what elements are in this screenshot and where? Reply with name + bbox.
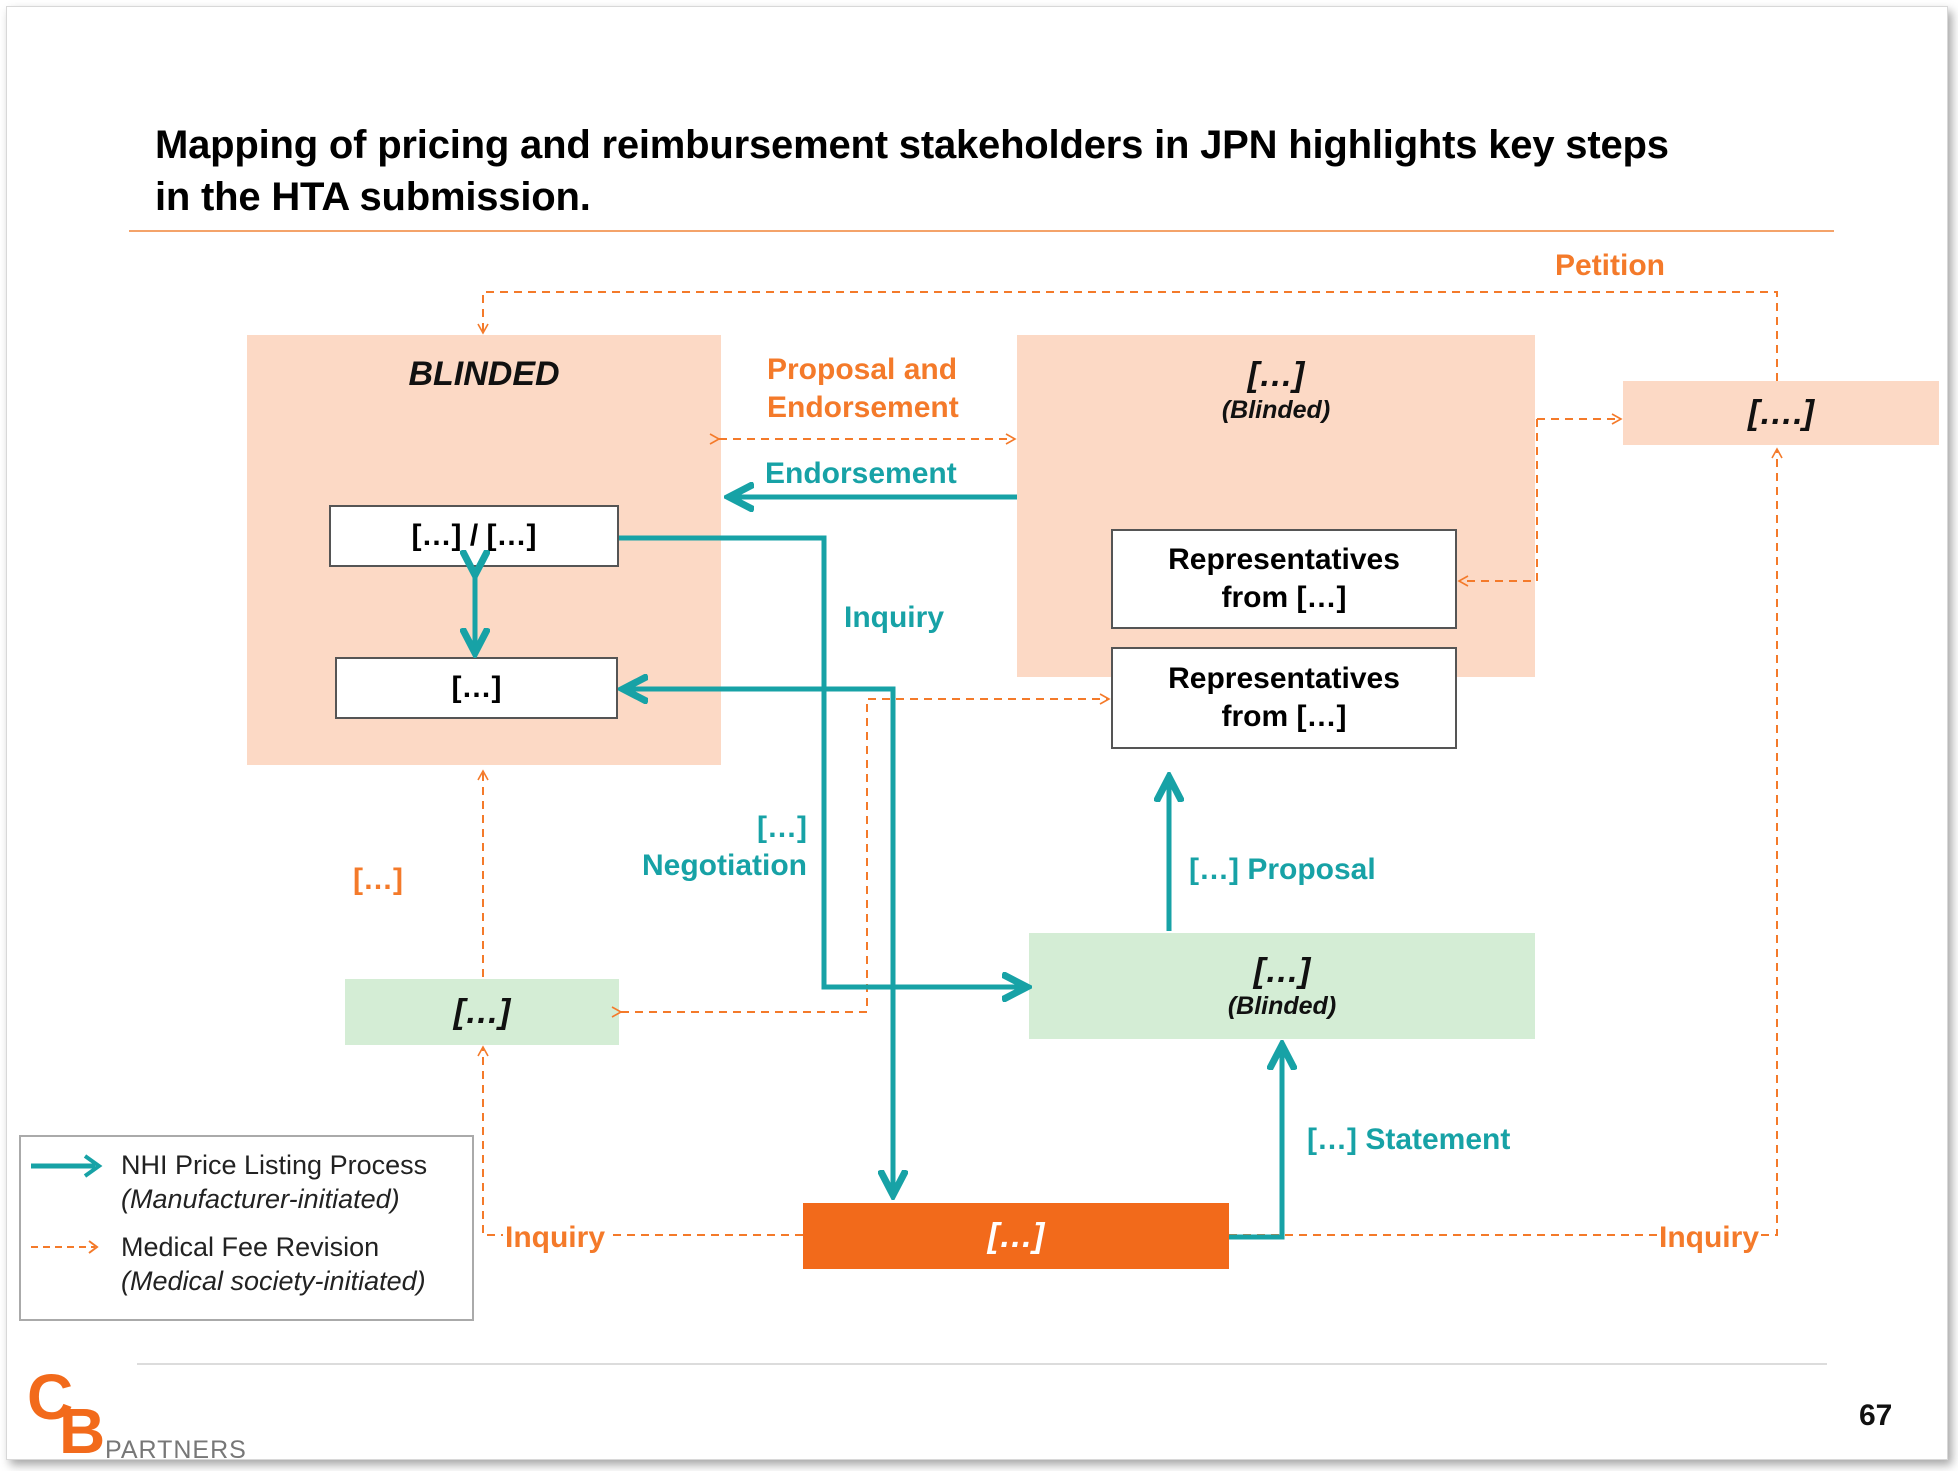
right-group-to-rep-box-line xyxy=(1457,419,1538,587)
legend-item-1-label: NHI Price Listing Process xyxy=(121,1150,428,1180)
endorsement-label: Endorsement xyxy=(765,457,957,490)
petition-label: Petition xyxy=(1555,249,1665,282)
green-right-box: […] (Blinded) xyxy=(1029,933,1535,1039)
inquiry-label-middle: Inquiry xyxy=(844,601,945,634)
title-divider xyxy=(129,230,1834,232)
legend-item-1-subtitle: (Manufacturer-initiated) xyxy=(121,1184,400,1214)
rep-box-1-line-1: Representatives xyxy=(1168,543,1400,576)
rep-box-2-line-2: from […] xyxy=(1221,700,1347,733)
negotiation-line-2: Negotiation xyxy=(642,849,807,882)
blinded-group-title: BLINDED xyxy=(408,355,560,393)
rep-box-1-line-2: from […] xyxy=(1221,581,1347,614)
representatives-box-2: Representatives from […] xyxy=(1111,647,1457,749)
green-left-to-rep-box-line xyxy=(611,693,1111,1018)
logo-partners-text: PARTNERS xyxy=(105,1436,247,1460)
footer-divider xyxy=(137,1363,1827,1365)
petition-line xyxy=(477,291,1778,381)
representatives-box-1: Representatives from […] xyxy=(1111,529,1457,629)
green-right-box-title: […] xyxy=(1253,952,1311,990)
legend-item-2-label: Medical Fee Revision xyxy=(121,1232,380,1262)
logo-letter-b: B xyxy=(59,1395,106,1460)
proposal-label: […] Proposal xyxy=(1189,853,1376,886)
right-group-subtitle: (Blinded) xyxy=(1221,396,1331,424)
inquiry-left-line xyxy=(477,1045,803,1236)
green-left-box-label: […] xyxy=(453,993,511,1031)
far-right-box-label: [….] xyxy=(1747,394,1815,432)
statement-label: […] Statement xyxy=(1307,1123,1511,1156)
green-right-box-subtitle: (Blinded) xyxy=(1227,992,1337,1020)
solid-flows xyxy=(475,497,1282,1240)
inquiry-label-left: Inquiry xyxy=(503,1219,608,1257)
left-bottom-box: […] xyxy=(335,657,618,719)
proposal-endorsement-line-1: Proposal and xyxy=(767,353,958,386)
right-group-header: […] (Blinded) xyxy=(1017,349,1535,431)
negotiation-arrow xyxy=(623,689,896,1197)
title-line-2: in the HTA submission. xyxy=(155,175,591,219)
negotiation-label: […] Negotiation xyxy=(627,809,807,885)
green-left-box: […] xyxy=(345,979,619,1045)
statement-arrow xyxy=(1229,1045,1282,1240)
legend: NHI Price Listing Process (Manufacturer-… xyxy=(19,1135,474,1321)
inquiry-right-line xyxy=(1229,447,1783,1236)
negotiation-line-1: […] xyxy=(757,811,807,844)
proposal-endorsement-label: Proposal and Endorsement xyxy=(767,351,959,427)
inquiry-label-right: Inquiry xyxy=(1657,1219,1762,1257)
legend-solid-arrow-icon xyxy=(31,1154,103,1178)
dashed-flows xyxy=(477,291,1783,1236)
orange-box-label: […] xyxy=(987,1217,1045,1255)
right-group-title: […] xyxy=(1247,356,1305,394)
logo-letter-c: C xyxy=(27,1361,74,1433)
legend-dashed-arrow-icon xyxy=(31,1240,99,1254)
orange-box: […] xyxy=(803,1203,1229,1269)
legend-item-2-subtitle: (Medical society-initiated) xyxy=(121,1266,426,1296)
slide: Mapping of pricing and reimbursement sta… xyxy=(6,6,1948,1460)
proposal-endorsement-line-2: Endorsement xyxy=(767,391,959,424)
page-title: Mapping of pricing and reimbursement sta… xyxy=(155,119,1835,223)
far-right-box: [….] xyxy=(1623,381,1939,445)
page-number: 67 xyxy=(1859,1399,1893,1432)
inquiry-arrow xyxy=(619,535,1027,987)
rep-box-2-line-1: Representatives xyxy=(1168,662,1400,695)
left-orange-label: […] xyxy=(353,863,403,896)
title-line-1: Mapping of pricing and reimbursement sta… xyxy=(155,123,1669,167)
flow-arrows xyxy=(7,291,1783,1240)
